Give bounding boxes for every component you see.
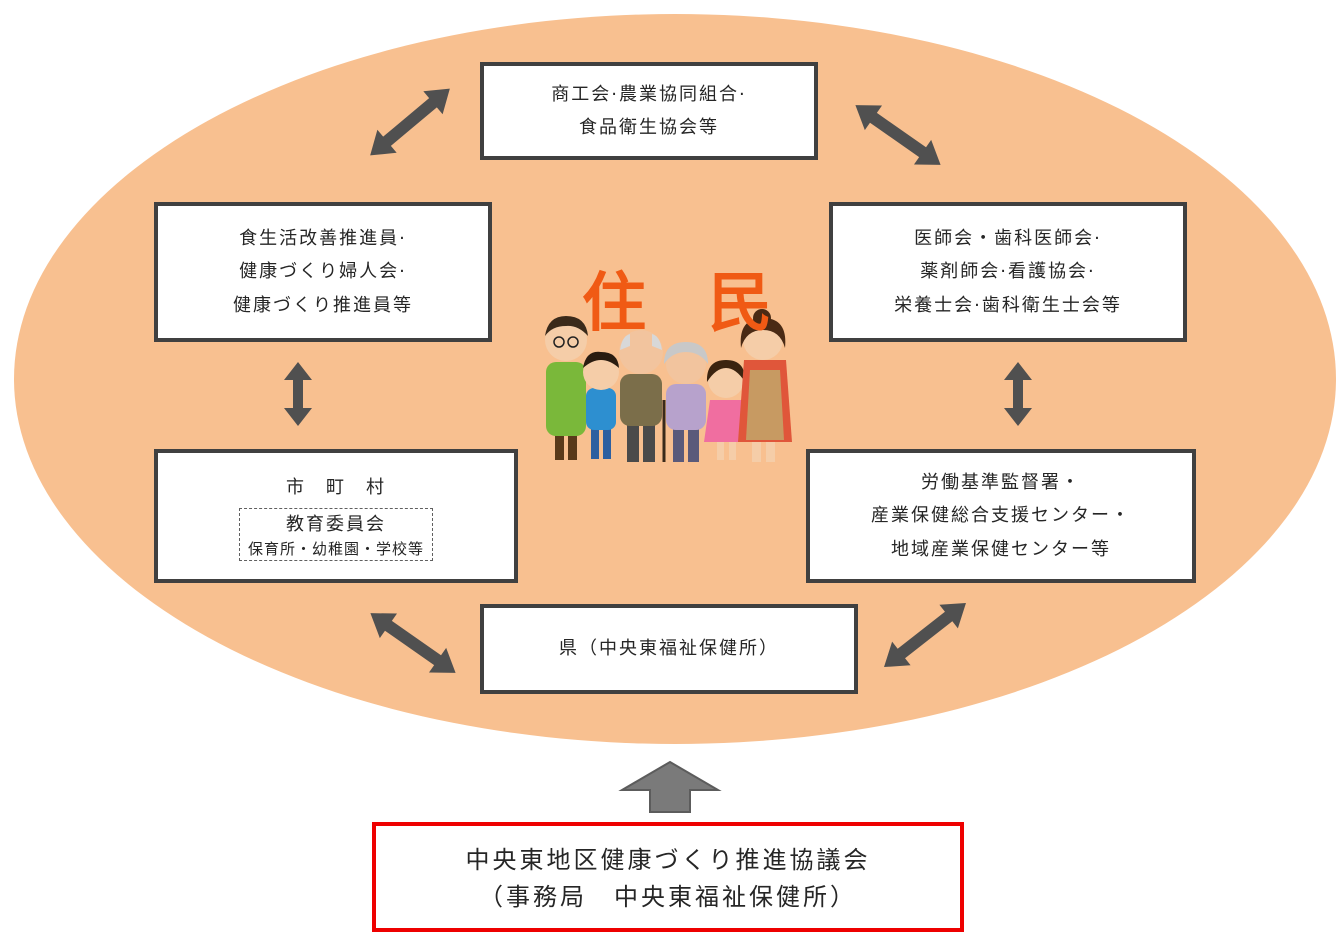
- box-line: 地域産業保健センター等: [891, 538, 1111, 560]
- father-figure: [545, 316, 588, 460]
- up-arrow-icon: [618, 760, 722, 813]
- council-box: 中央東地区健康づくり推進協議会 （事務局 中央東福祉保健所）: [372, 822, 964, 932]
- grandmother-figure: [664, 342, 708, 462]
- box-line: 食品衛生協会等: [579, 117, 719, 138]
- box-line: 健康づくり婦人会·: [239, 261, 407, 283]
- box-line: 薬剤師会·看護協会·: [920, 261, 1096, 283]
- council-secretariat: （事務局 中央東福祉保健所）: [479, 883, 857, 912]
- box-line: 健康づくり推進員等: [233, 294, 413, 316]
- center-label-residents: 住 民: [582, 267, 793, 341]
- schools-label: 保育所・幼稚園・学校等: [247, 539, 424, 558]
- box-municipalities: 市 町 村 教育委員会 保育所・幼稚園・学校等: [154, 449, 518, 583]
- municipalities-title: 市 町 村: [286, 476, 386, 498]
- boy-figure: [583, 351, 619, 459]
- residents-illustration-icon: [545, 309, 792, 462]
- council-name: 中央東地区健康づくり推進協議会: [465, 846, 871, 874]
- mother-figure: [738, 309, 792, 462]
- box-line: 医師会・歯科医師会·: [914, 228, 1102, 250]
- education-inner-box: 教育委員会 保育所・幼稚園・学校等: [238, 507, 433, 562]
- arrow-topright-icon: [855, 105, 941, 165]
- box-line: 労働基準監督署・: [921, 472, 1081, 494]
- grandfather-figure: [619, 330, 666, 462]
- box-medical-associations: 医師会・歯科医師会· 薬剤師会·看護協会· 栄養士会·歯科衛生士会等: [829, 202, 1187, 342]
- arrow-bottomleft-icon: [370, 613, 456, 673]
- box-line: 商工会·農業協同組合·: [551, 83, 747, 105]
- arrow-bottomright-icon: [884, 602, 966, 668]
- arrow-right-vertical-icon: [1004, 362, 1032, 426]
- box-commerce-agriculture: 商工会·農業協同組合· 食品衛生協会等: [480, 62, 818, 160]
- arrow-left-vertical-icon: [284, 362, 312, 426]
- girl-figure: [704, 360, 748, 460]
- education-committee-label: 教育委員会: [285, 513, 386, 535]
- box-line: 食生活改善推進員·: [239, 228, 407, 250]
- arrow-topleft-icon: [370, 88, 450, 156]
- box-line: 産業保健総合支援センター・: [871, 505, 1131, 527]
- box-prefecture-health-center: 県（中央東福祉保健所）: [480, 604, 858, 694]
- box-labor-occupational-health: 労働基準監督署・ 産業保健総合支援センター・ 地域産業保健センター等: [806, 449, 1196, 583]
- box-line: 栄養士会·歯科衛生士会等: [894, 294, 1122, 316]
- box-dietary-health-volunteers: 食生活改善推進員· 健康づくり婦人会· 健康づくり推進員等: [154, 202, 492, 342]
- box-line: 県（中央東福祉保健所）: [559, 638, 779, 660]
